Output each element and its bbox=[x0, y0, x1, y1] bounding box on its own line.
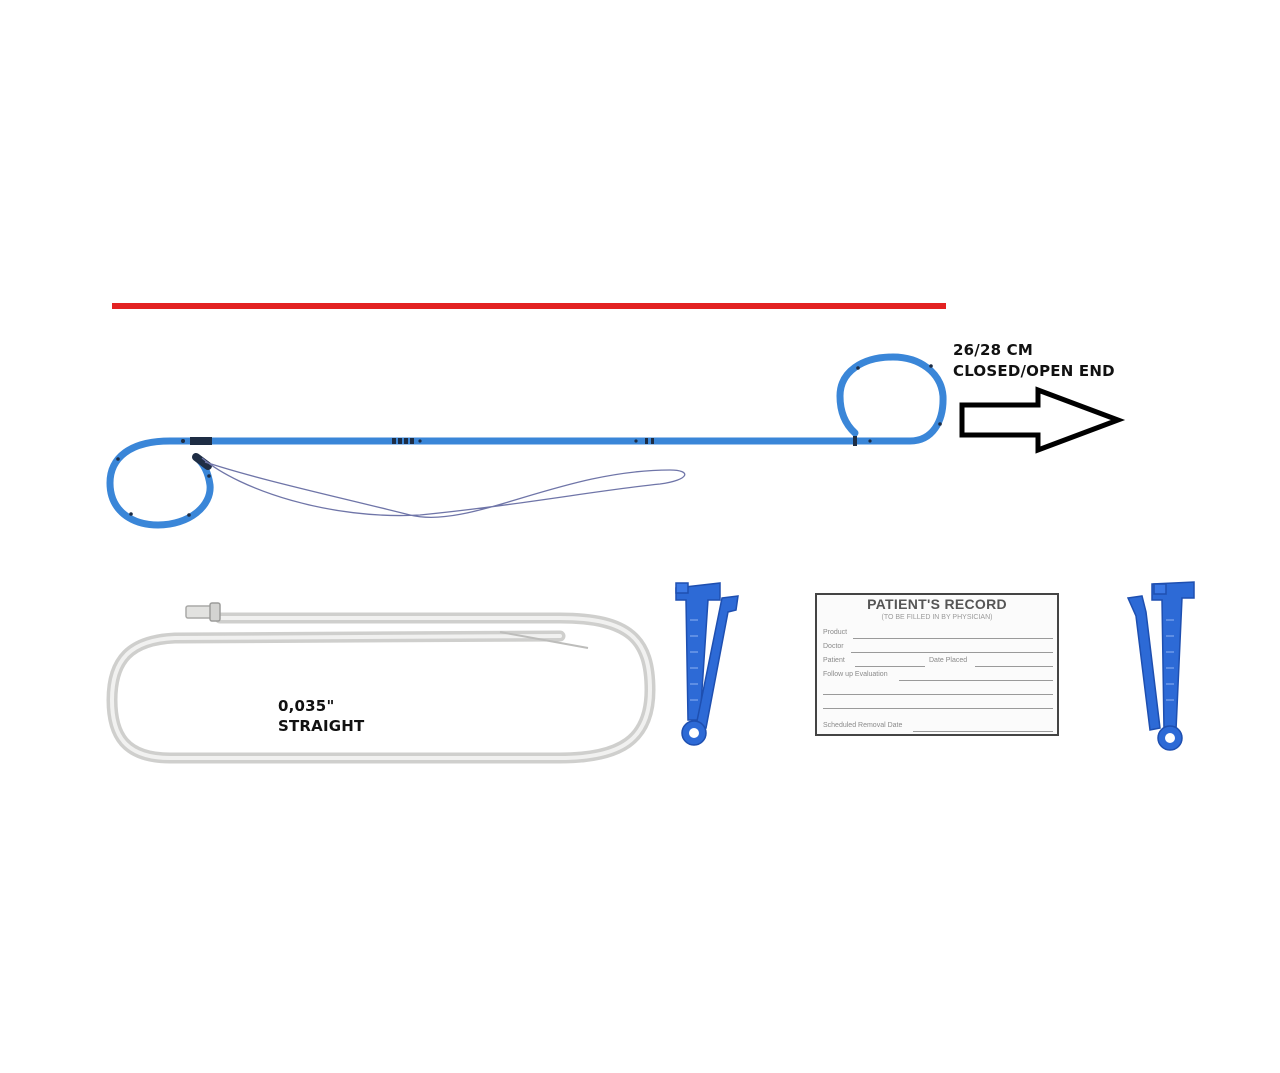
patient-record-card: PATIENT'S RECORD (TO BE FILLED IN BY PHY… bbox=[815, 593, 1059, 736]
stent-end-type-label: CLOSED/OPEN END bbox=[953, 362, 1115, 380]
record-card-title: PATIENT'S RECORD bbox=[867, 596, 1007, 612]
guidewire-tip bbox=[499, 631, 589, 649]
guidewire-hub-cap bbox=[209, 602, 221, 622]
record-rule bbox=[855, 666, 925, 667]
pinch-clamp-right bbox=[1126, 581, 1195, 751]
record-field-product: Product bbox=[823, 629, 848, 636]
record-rule bbox=[853, 638, 1053, 639]
stent-right-pigtail bbox=[836, 353, 947, 445]
guidewire-coil-highlight bbox=[109, 616, 653, 760]
record-field-removal-date: Scheduled Removal Date bbox=[823, 722, 903, 729]
record-field-doctor: Doctor bbox=[823, 643, 844, 650]
record-field-patient: Patient bbox=[823, 657, 845, 664]
length-indicator-bar bbox=[112, 303, 946, 309]
record-rule bbox=[823, 708, 1053, 709]
stent-tip bbox=[192, 453, 212, 470]
coiled-guidewire bbox=[106, 602, 656, 764]
record-field-date-placed: Date Placed bbox=[929, 657, 968, 664]
record-rule bbox=[823, 694, 1053, 695]
record-rule bbox=[975, 666, 1053, 667]
record-rule bbox=[851, 652, 1053, 653]
record-field-follow-up: Follow up Evaluation bbox=[823, 671, 888, 678]
direction-arrow-icon bbox=[959, 386, 1126, 454]
record-rule bbox=[913, 731, 1053, 732]
stent-shaft-left-pigtail bbox=[106, 437, 864, 529]
guidewire-type-label: STRAIGHT bbox=[278, 717, 365, 735]
guidewire-size-label: 0,035" bbox=[278, 697, 335, 715]
pinch-clamp-left bbox=[675, 582, 739, 746]
stent-length-label: 26/28 CM bbox=[953, 341, 1033, 359]
double-pigtail-stent bbox=[106, 353, 947, 529]
retrieval-suture bbox=[201, 457, 686, 519]
stent-markers bbox=[116, 364, 942, 517]
record-rule bbox=[899, 680, 1053, 681]
record-card-subtitle: (TO BE FILLED IN BY PHYSICIAN) bbox=[881, 614, 993, 621]
